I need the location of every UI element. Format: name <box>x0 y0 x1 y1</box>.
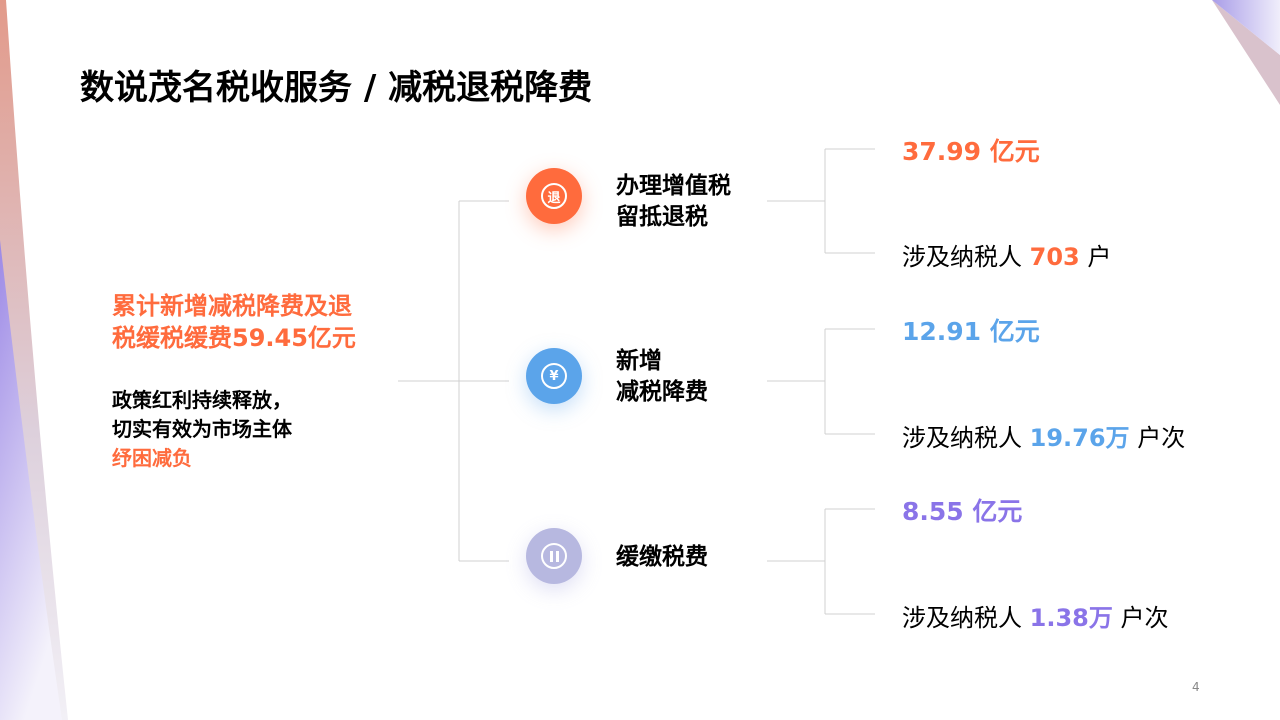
summary-line: 累计新增减税降费及退 <box>112 292 352 320</box>
description-text: 政策红利持续释放， 切实有效为市场主体 纾困减负 <box>112 386 412 473</box>
pause-icon <box>541 543 567 569</box>
label-line: 办理增值税 <box>616 173 731 199</box>
count-value: 703 <box>1029 243 1080 271</box>
refund-icon: 退 <box>541 183 567 209</box>
refund-icon-circle: 退 <box>526 168 582 224</box>
count-suffix: 户 <box>1087 243 1112 271</box>
taxpayer-count: 涉及纳税人 1.38万 户次 <box>902 598 1169 633</box>
count-prefix: 涉及纳税人 <box>902 604 1022 632</box>
count-value: 1.38万 <box>1029 604 1113 632</box>
item-label-vat-refund: 办理增值税留抵退税 <box>616 171 731 233</box>
page-title: 数说茂名税收服务 / 减税退税降费 <box>80 68 593 108</box>
count-suffix: 户次 <box>1137 424 1186 452</box>
label-line: 减税降费 <box>616 379 708 405</box>
label-line: 新增 <box>616 348 662 374</box>
item-label-deferred-tax: 缓缴税费 <box>616 542 708 573</box>
label-line: 留抵退税 <box>616 204 708 230</box>
amount-value: 8.55 亿元 <box>902 497 1023 526</box>
page-number: 4 <box>1192 680 1200 694</box>
yuan-icon: ¥ <box>541 363 567 389</box>
amount-value: 12.91 亿元 <box>902 317 1040 346</box>
count-suffix: 户次 <box>1120 604 1169 632</box>
count-value: 19.76万 <box>1029 424 1130 452</box>
count-prefix: 涉及纳税人 <box>902 243 1022 271</box>
connector-lines <box>398 148 875 615</box>
description-line: 切实有效为市场主体 <box>112 417 292 441</box>
count-prefix: 涉及纳税人 <box>902 424 1022 452</box>
summary-text: 累计新增减税降费及退 税缓税缓费59.45亿元 <box>112 290 412 354</box>
taxpayer-count: 涉及纳税人 19.76万 户次 <box>902 418 1185 453</box>
summary-line: 税缓税缓费59.45亿元 <box>112 324 356 352</box>
description-highlight: 纾困减负 <box>112 446 192 470</box>
taxpayer-count: 涉及纳税人 703 户 <box>902 237 1111 272</box>
pause-icon-circle <box>526 528 582 584</box>
description-line: 政策红利持续释放， <box>112 388 292 412</box>
amount-value: 37.99 亿元 <box>902 137 1040 166</box>
label-line: 缓缴税费 <box>616 544 708 570</box>
item-label-tax-reduction: 新增减税降费 <box>616 346 708 408</box>
yuan-icon-circle: ¥ <box>526 348 582 404</box>
